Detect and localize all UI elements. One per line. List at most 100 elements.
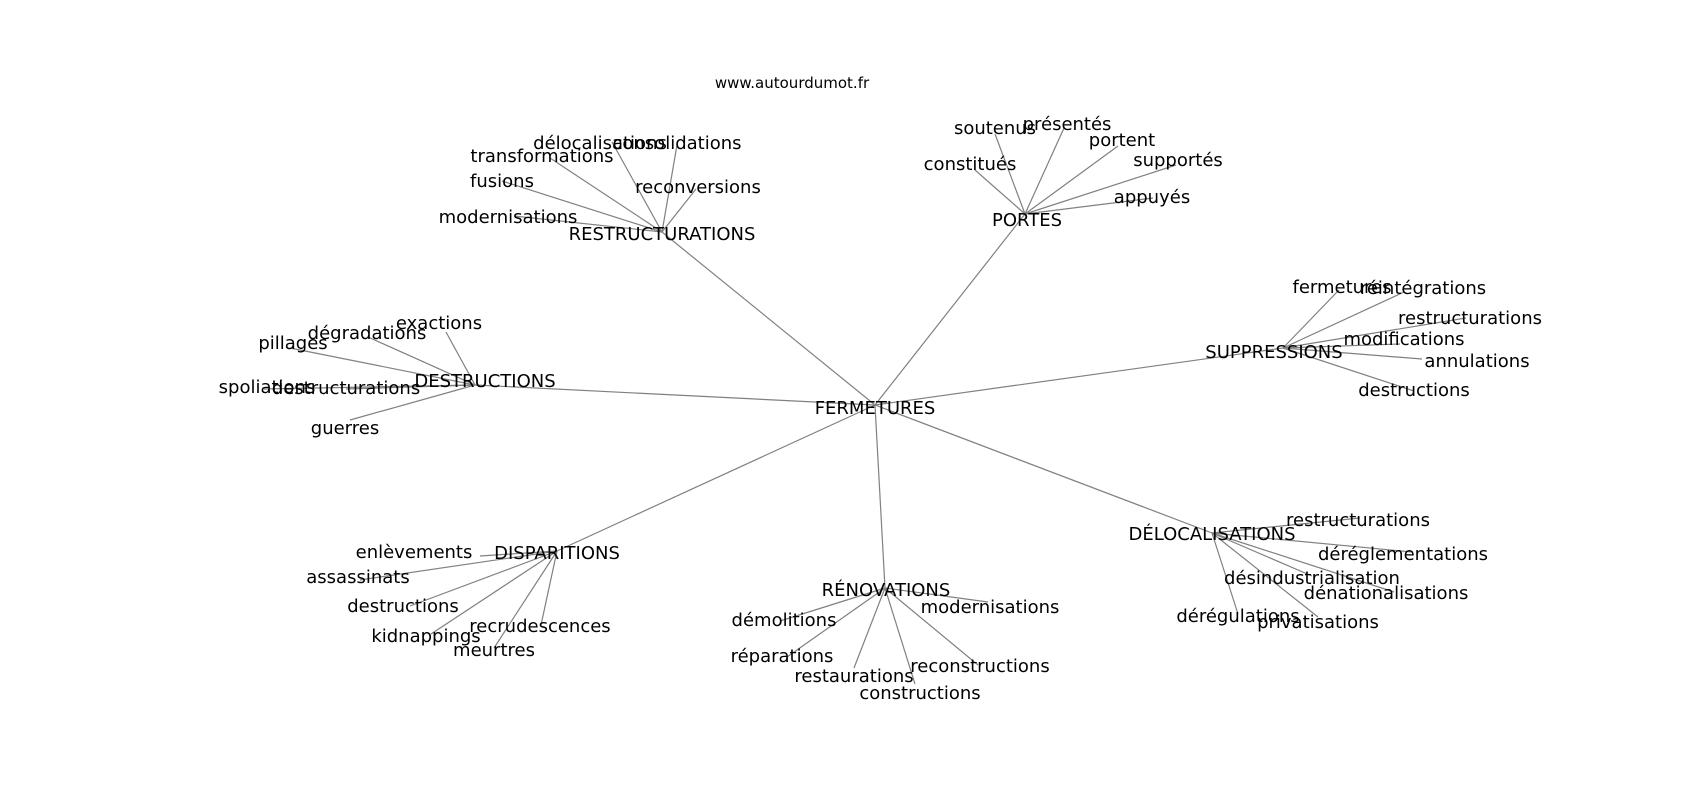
leaf-node-label: meurtres (453, 640, 535, 661)
edge-hub-to-leaf (1024, 197, 1154, 215)
leaf-node-label: désindustrialisation (1224, 568, 1400, 589)
edge-layer (263, 127, 1467, 685)
leaf-node-label: reconversions (635, 177, 761, 198)
edge-hub-to-leaf (661, 144, 678, 233)
edge-hub-to-leaf (994, 133, 1026, 215)
edge-hub-to-leaf (1282, 289, 1340, 349)
edge-root-to-hub (874, 347, 1284, 406)
leaf-node-label: destructurations (272, 378, 420, 399)
leaf-node-label: restructurations (1286, 510, 1430, 531)
leaf-node-label: restructurations (1398, 308, 1542, 329)
leaf-node-label: soutenus (954, 118, 1036, 139)
hub-node-label: DÉLOCALISATIONS (1128, 523, 1295, 545)
leaf-node-label: portent (1089, 130, 1155, 151)
edge-hub-to-leaf (409, 550, 558, 607)
edge-root-to-hub (474, 384, 876, 406)
leaf-node-label: enlèvements (356, 542, 473, 563)
leaf-node-label: dérégulations (1176, 606, 1299, 627)
edge-hub-to-leaf (445, 331, 476, 386)
leaf-node-label: pillages (258, 333, 327, 354)
edge-root-to-hub (874, 404, 886, 589)
hub-node-label: SUPPRESSIONS (1205, 342, 1342, 363)
edge-root-to-hub (874, 213, 1026, 406)
edge-hub-to-leaf (853, 587, 886, 669)
edge-hub-to-leaf (884, 587, 989, 603)
edge-hub-to-leaf (611, 141, 663, 233)
edge-hub-to-leaf (493, 550, 558, 649)
edge-hub-to-leaf (1024, 127, 1065, 215)
edge-hub-to-leaf (430, 550, 558, 635)
leaf-node-label: assassinats (306, 567, 409, 588)
leaf-node-label: fermetures (1292, 277, 1391, 298)
edge-hub-to-leaf (1211, 517, 1361, 534)
edge-hub-to-leaf (779, 587, 886, 622)
hub-node-label: PORTES (992, 210, 1062, 231)
edge-hub-to-leaf (1024, 145, 1119, 215)
leaf-node-label: fusions (470, 171, 534, 192)
leaf-node-label: dénationalisations (1304, 583, 1469, 604)
leaf-node-label: guerres (311, 418, 379, 439)
edge-hub-to-leaf (1211, 532, 1413, 553)
edge-hub-to-leaf (479, 550, 558, 557)
label-layer: www.autourdumot.fr FERMETURES RESTRUCTUR… (219, 74, 1542, 704)
edge-hub-to-leaf (289, 347, 476, 386)
edge-hub-to-leaf (974, 169, 1026, 215)
leaf-node-label: constitués (924, 154, 1017, 175)
edge-hub-to-leaf (661, 188, 697, 233)
leaf-node-label: appuyés (1114, 187, 1190, 208)
leaf-node-label: démolitions (732, 610, 837, 631)
leaf-node-label: présentés (1023, 114, 1112, 135)
leaf-node-label: délocalisations (533, 133, 667, 154)
edge-hub-to-leaf (1282, 347, 1415, 392)
hub-node-label: RÉNOVATIONS (822, 579, 951, 601)
edge-hub-to-leaf (549, 157, 663, 233)
edge-hub-to-leaf (1211, 532, 1313, 577)
edge-hub-to-leaf (513, 215, 663, 233)
leaf-node-label: réparations (731, 646, 834, 667)
leaf-node-label: dégradations (308, 323, 427, 344)
edge-hub-to-leaf (501, 180, 663, 233)
edge-hub-to-leaf (349, 384, 476, 421)
leaf-node-label: modernisations (921, 597, 1060, 618)
leaf-node-label: déréglementations (1318, 544, 1488, 565)
leaf-node-label: supportés (1133, 150, 1223, 171)
hub-node-label: RESTRUCTURATIONS (569, 224, 756, 245)
edge-hub-to-leaf (359, 550, 558, 581)
edge-hub-to-leaf (1282, 317, 1467, 349)
edge-hub-to-leaf (1282, 347, 1423, 360)
leaf-node-label: transformations (470, 146, 613, 167)
leaf-node-label: annulations (1424, 351, 1529, 372)
edge-hub-to-leaf (367, 336, 476, 386)
edge-hub-to-leaf (1211, 532, 1395, 593)
edge-hub-to-leaf (1211, 532, 1319, 618)
leaf-node-label: destructions (1358, 380, 1470, 401)
hub-node-label: DISPARITIONS (494, 543, 620, 564)
leaf-node-label: reconstructions (910, 656, 1049, 677)
edge-hub-to-leaf (884, 587, 979, 666)
leaf-node-label: restaurations (794, 666, 913, 687)
edge-hub-to-leaf (540, 550, 558, 626)
edge-hub-to-leaf (786, 587, 886, 658)
hub-node-label: DESTRUCTIONS (414, 371, 555, 392)
edge-hub-to-leaf (345, 384, 476, 390)
leaf-node-label: modernisations (439, 207, 578, 228)
edge-hub-to-leaf (1282, 343, 1401, 349)
edge-hub-to-leaf (1211, 532, 1239, 615)
leaf-node-label: consolidations (612, 133, 741, 154)
edge-hub-to-leaf (884, 587, 916, 685)
leaf-node-label: exactions (396, 313, 482, 334)
leaf-node-label: constructions (859, 683, 980, 704)
site-watermark: www.autourdumot.fr (715, 74, 870, 92)
leaf-node-label: recrudescences (469, 616, 610, 637)
edge-hub-to-leaf (1024, 164, 1177, 215)
edge-root-to-hub (661, 231, 876, 406)
leaf-node-label: kidnappings (371, 626, 480, 647)
leaf-node-label: spoliations (219, 377, 316, 398)
leaf-node-label: modifications (1343, 329, 1464, 350)
edge-root-to-hub (874, 404, 1213, 534)
edge-hub-to-leaf (1282, 291, 1405, 349)
root-node-label: FERMETURES (815, 398, 936, 419)
leaf-node-label: privatisations (1257, 612, 1379, 633)
